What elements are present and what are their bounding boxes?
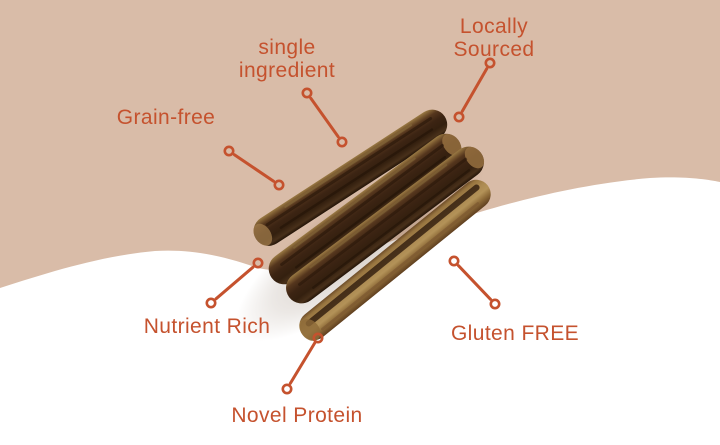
connector-dot: [252, 257, 264, 269]
treat-stick-4: [299, 179, 491, 341]
callout-nutrient-rich: [205, 257, 264, 309]
stick-dark-stripe: [305, 184, 480, 327]
stick-end-cap: [464, 146, 485, 169]
treat-stick-2: [268, 133, 462, 285]
callout-novel-protein: [281, 332, 324, 395]
wave-shape: [0, 177, 720, 445]
stick-texture-streak: [280, 143, 444, 266]
connector-dot: [281, 383, 293, 395]
connector-line: [214, 265, 255, 301]
connector-dot: [489, 298, 501, 310]
stick-texture-streak: [298, 157, 468, 286]
label-single-ingredient: single ingredient: [238, 36, 336, 82]
callout-grain-free: [223, 145, 285, 191]
connector-line: [460, 67, 489, 113]
connector-line: [232, 153, 276, 183]
stick-body: [299, 179, 491, 341]
stick-body: [286, 146, 484, 304]
connector-dot: [453, 111, 465, 123]
connector-dot: [448, 255, 460, 267]
connector-dot: [301, 87, 313, 99]
treat-stick-1: [253, 109, 448, 246]
connector-line: [288, 341, 317, 385]
stick-texture-streak: [294, 156, 447, 269]
connector-dot: [312, 332, 324, 344]
stick-body: [253, 109, 448, 246]
label-grain-free: Grain-free: [116, 106, 216, 129]
stick-texture-streak: [309, 164, 448, 269]
stick-texture-streak: [284, 124, 413, 208]
connector-line: [309, 96, 340, 139]
stick-end-cap: [442, 134, 462, 156]
connector-dot: [273, 179, 285, 191]
label-locally-sourced: Locally Sourced: [453, 15, 535, 61]
connector-dot: [484, 57, 496, 69]
callout-gluten-free: [448, 255, 501, 310]
label-nutrient-rich: Nutrient Rich: [143, 315, 271, 338]
connector-dot: [223, 145, 235, 157]
label-gluten-free: Gluten FREE: [450, 322, 580, 345]
connector-dot: [205, 297, 217, 309]
connector-dot: [336, 136, 348, 148]
callout-single-ingredient: [301, 87, 348, 148]
callout-locally-sourced: [453, 57, 496, 123]
treat-stick-3: [286, 146, 485, 304]
product-photo: [235, 109, 491, 342]
stick-end-cap: [253, 223, 273, 246]
stick-texture-streak: [265, 117, 433, 227]
connector-line: [457, 264, 492, 301]
stick-texture-streak: [321, 202, 479, 331]
stick-texture-streak: [279, 128, 434, 229]
stick-texture-streak: [312, 169, 471, 290]
stick-texture-streak: [293, 157, 416, 249]
label-novel-protein: Novel Protein: [231, 404, 363, 427]
stick-body: [268, 133, 462, 285]
